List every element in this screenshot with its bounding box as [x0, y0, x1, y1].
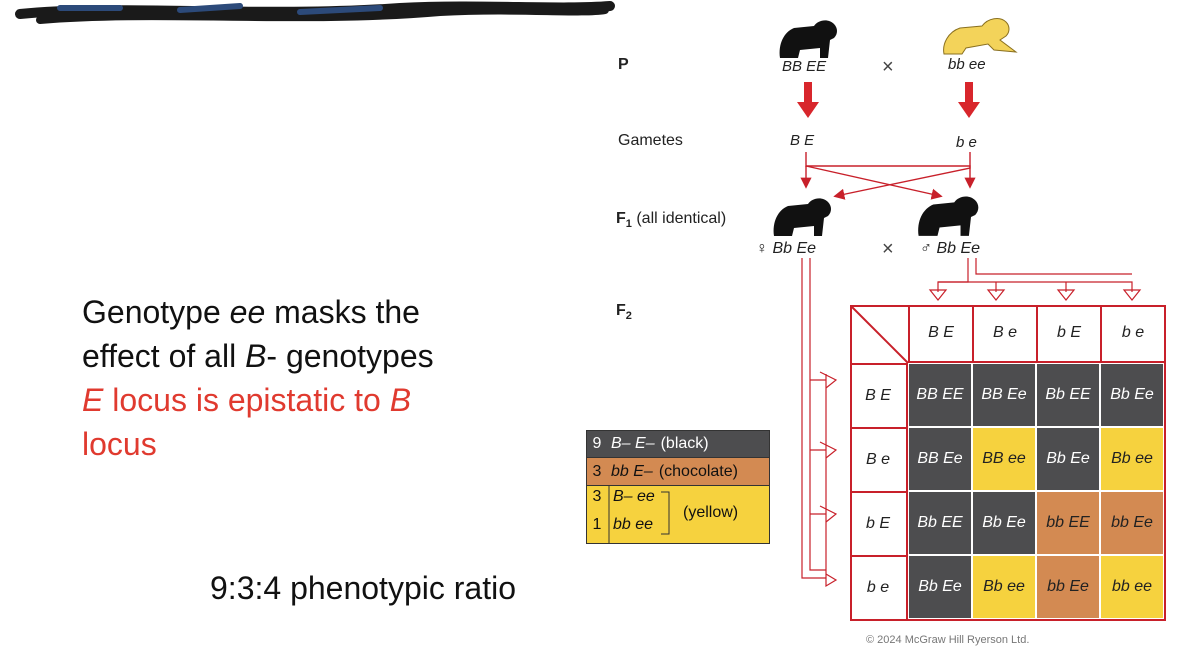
explanation-line-1: Genotype ee masks the — [82, 294, 420, 330]
punnett-cell: Bb ee — [972, 555, 1036, 619]
copyright-text: © 2024 McGraw Hill Ryerson Ltd. — [866, 634, 1030, 646]
legend-row-chocolate: 3 bb E– (chocolate) — [586, 458, 770, 486]
epistasis-statement: E locus is epistatic to B — [82, 382, 412, 418]
punnett-cell: Bb EE — [908, 491, 972, 555]
punnett-cell: bb Ee — [1100, 491, 1164, 555]
punnett-cell: Bb Ee — [908, 555, 972, 619]
punnett-cell: BB Ee — [908, 427, 972, 491]
gamete-right: b e — [956, 134, 977, 151]
f2-label: F2 — [616, 302, 632, 323]
p-to-gamete-arrow-right — [958, 82, 980, 118]
punnett-cell: bb ee — [1100, 555, 1164, 619]
gamete-to-f1-lines — [800, 152, 976, 200]
explanation-text: Genotype ee masks the effect of all B- g… — [82, 290, 522, 466]
gametes-label: Gametes — [618, 132, 683, 149]
punnett-cell: Bb Ee — [972, 491, 1036, 555]
legend-yellow-genotype-2: bb ee — [613, 516, 654, 533]
p-label: P — [618, 56, 629, 73]
legend-yellow-count-2: 1 — [592, 516, 602, 533]
legend-yellow-label: (yellow) — [683, 504, 739, 521]
f1-male-dog-icon — [918, 196, 979, 236]
punnett-cell: Bb ee — [1100, 427, 1164, 491]
f1-label: F1 (all identical) — [616, 210, 727, 231]
punnett-row-header: B E — [850, 363, 908, 427]
punnett-cell: bb Ee — [1036, 555, 1100, 619]
punnett-row-header: b E — [850, 491, 908, 555]
punnett-cell: Bb Ee — [1036, 427, 1100, 491]
legend-yellow-count-1: 3 — [592, 488, 602, 505]
epistasis-statement-end: locus — [82, 426, 157, 462]
p-left-genotype: BB EE — [782, 58, 827, 75]
legend-bracket — [608, 486, 670, 544]
punnett-cell: Bb EE — [1036, 363, 1100, 427]
f1-female-dog-icon — [773, 198, 831, 236]
punnett-row-header: b e — [850, 555, 908, 619]
scribbled-title — [15, 1, 615, 24]
punnett-cell: Bb Ee — [1100, 363, 1164, 427]
punnett-cell: BB EE — [908, 363, 972, 427]
punnett-row-header: B e — [850, 427, 908, 491]
punnett-cell: BB ee — [972, 427, 1036, 491]
punnett-col-header: b e — [1100, 305, 1164, 363]
f1-male-genotype: ♂ Bb Ee — [920, 240, 981, 257]
f1-to-cols-connector — [928, 258, 1142, 301]
f1-female-genotype: ♀ Bb Ee — [756, 240, 817, 257]
legend-yellow-genotype-1: B– ee — [613, 488, 655, 505]
yellow-dog-icon — [943, 18, 1018, 55]
p-to-gamete-arrow-left — [797, 82, 819, 118]
p-right-genotype: bb ee — [948, 56, 986, 73]
legend-row-black: 9 B– E– (black) — [586, 430, 770, 458]
punnett-col-header: B E — [908, 305, 972, 363]
f1-to-rows-connector — [801, 258, 838, 588]
explanation-line-2: effect of all B- genotypes — [82, 338, 434, 374]
legend-row-yellow: 3 B– ee 1 bb ee (yellow) — [586, 486, 770, 544]
phenotypic-ratio: 9:3:4 phenotypic ratio — [210, 570, 516, 606]
phenotype-legend: 9 B– E– (black) 3 bb E– (chocolate) 3 B–… — [586, 430, 770, 544]
punnett-col-header: b E — [1036, 305, 1100, 363]
punnett-cell: bb EE — [1036, 491, 1100, 555]
f1-cross-symbol: × — [882, 238, 894, 260]
punnett-grid — [850, 305, 1166, 621]
gamete-left: B E — [790, 132, 815, 149]
black-dog-icon — [779, 20, 837, 58]
punnett-cell: BB Ee — [972, 363, 1036, 427]
p-cross-symbol: × — [882, 56, 894, 78]
punnett-col-header: B e — [972, 305, 1036, 363]
